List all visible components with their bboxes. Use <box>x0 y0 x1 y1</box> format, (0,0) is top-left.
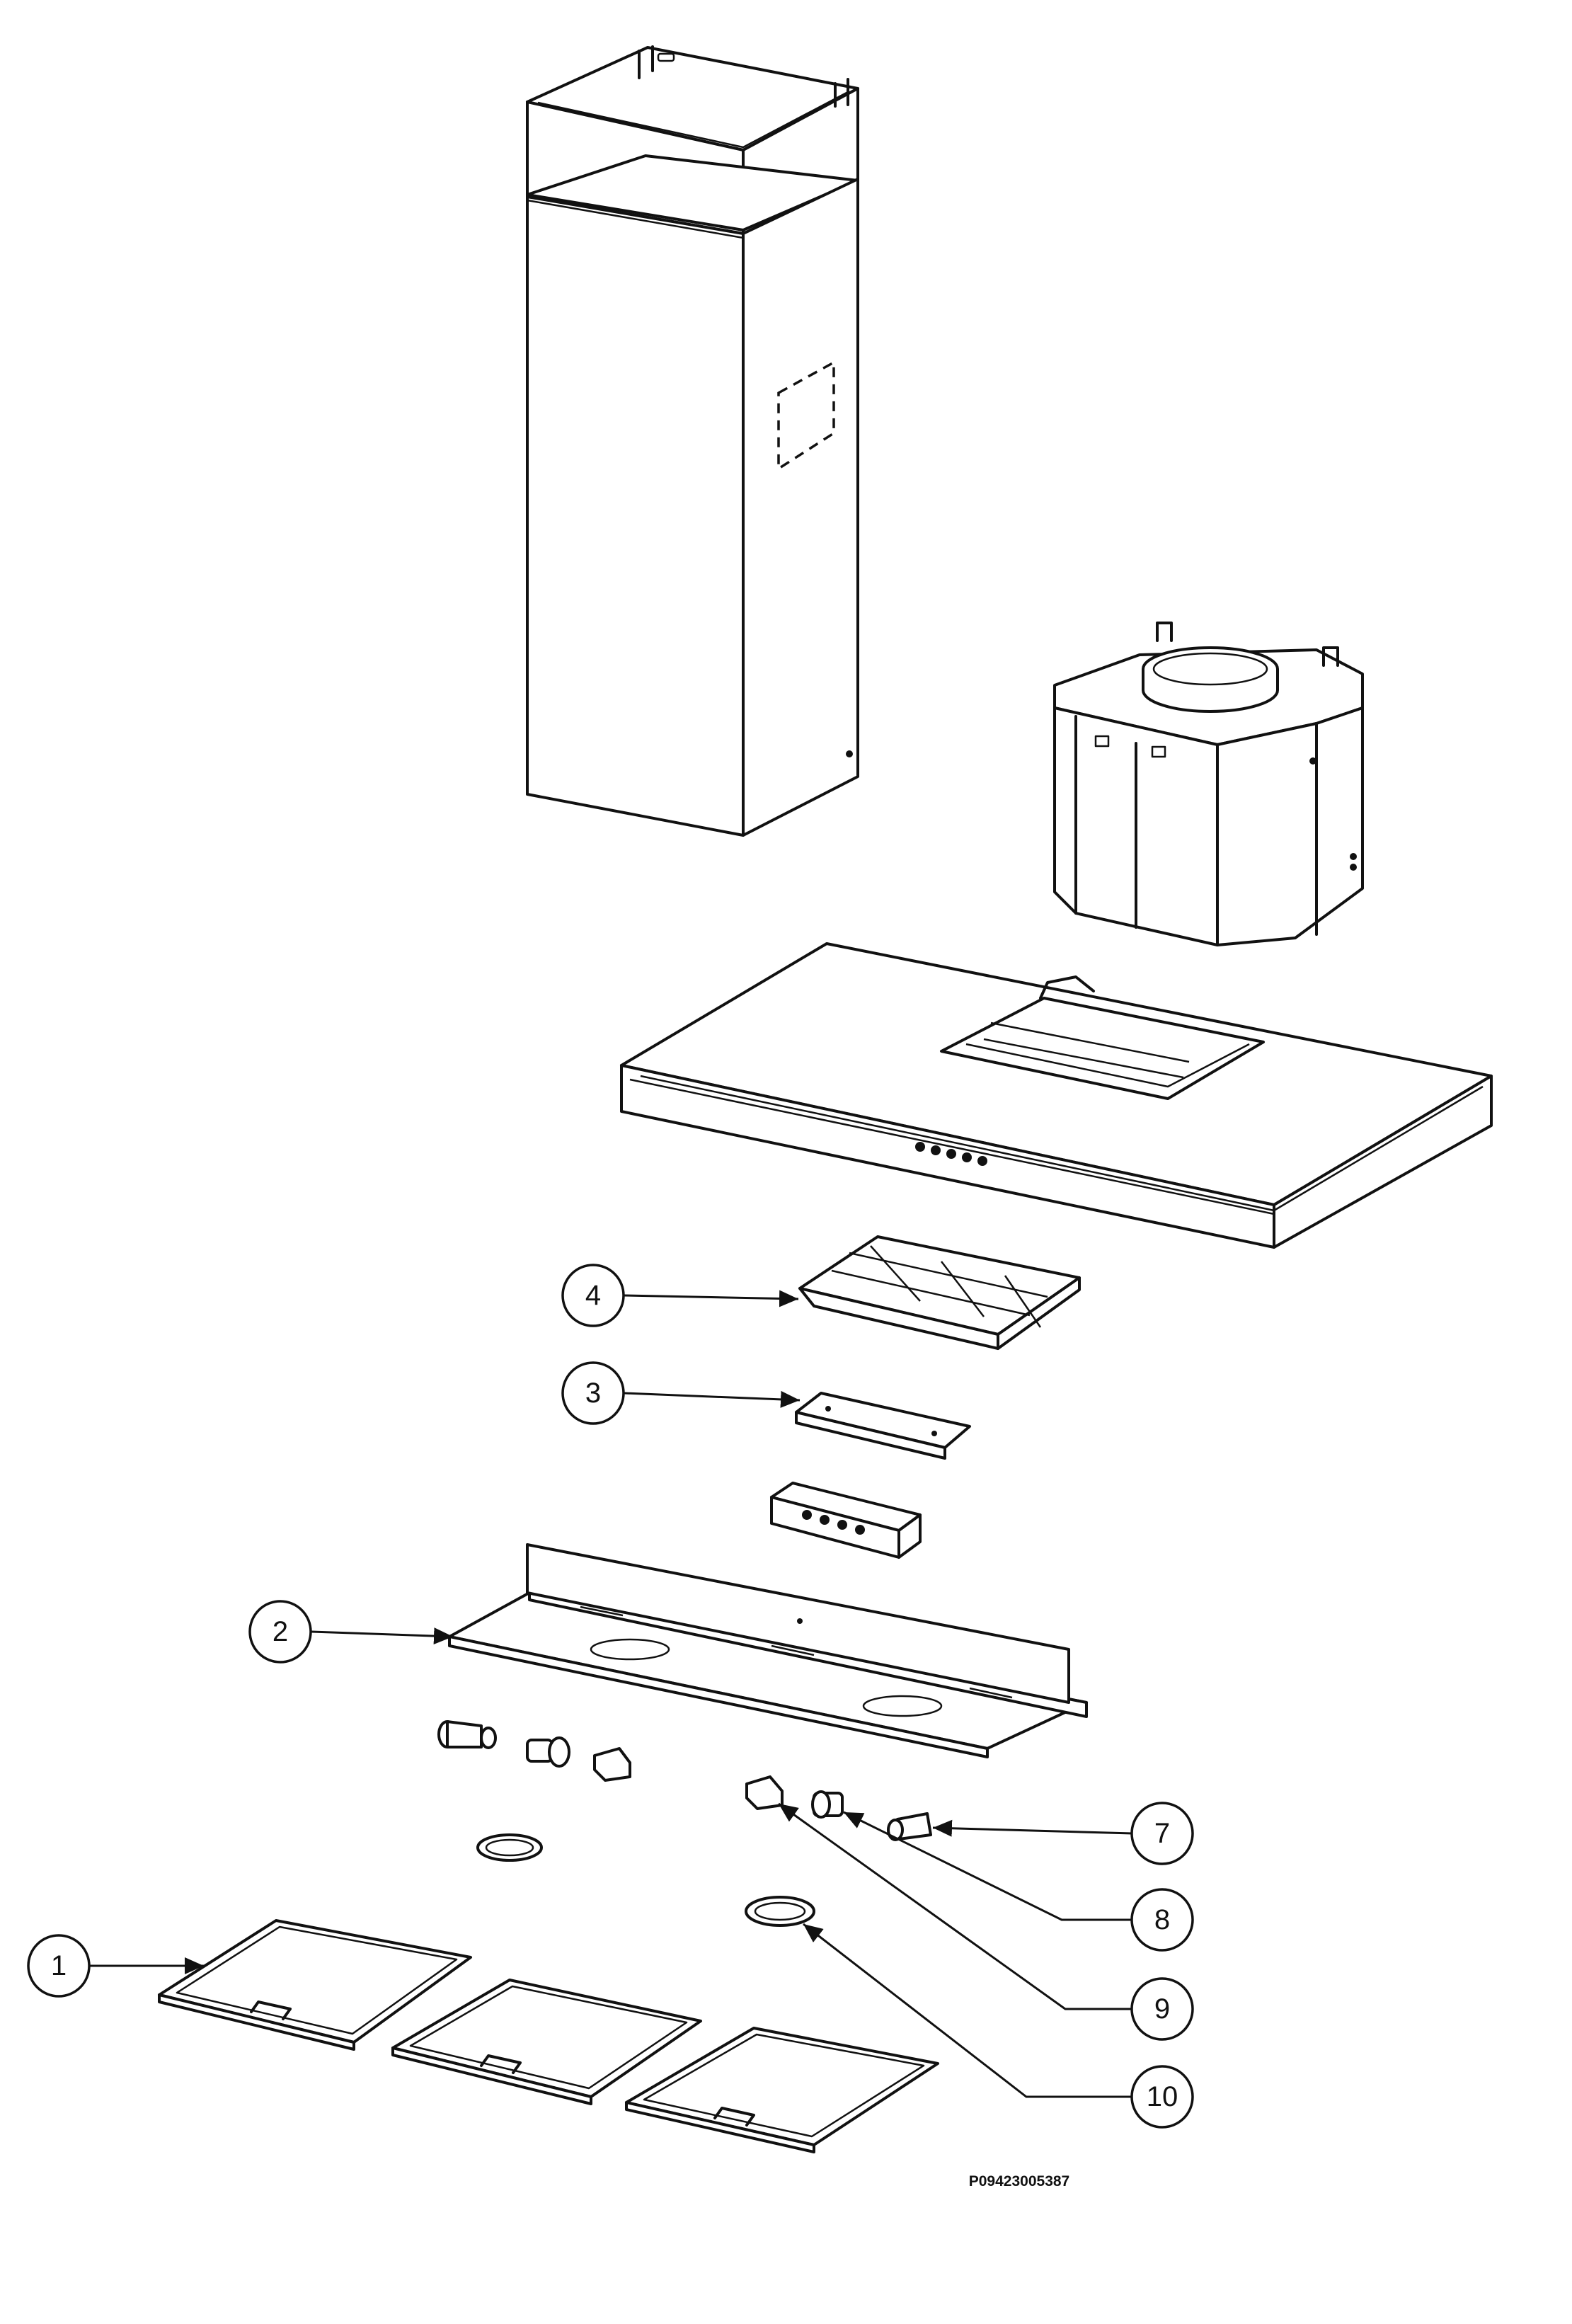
lamp-holder-9 <box>745 1775 784 1810</box>
lamp-parts-left <box>437 1720 631 1862</box>
svg-text:7: 7 <box>1154 1818 1170 1849</box>
svg-text:2: 2 <box>272 1616 288 1647</box>
callout-4: 4 <box>561 1264 625 1327</box>
chimney-cover <box>526 45 859 837</box>
callout-9: 9 <box>1130 1977 1194 2041</box>
callout-1: 1 <box>27 1934 91 1998</box>
control-board <box>770 1482 922 1559</box>
callout-10: 10 <box>1130 2065 1194 2129</box>
svg-text:4: 4 <box>585 1280 601 1311</box>
mounting-plate <box>448 1543 1088 1758</box>
bracket <box>795 1392 971 1460</box>
svg-text:9: 9 <box>1154 1993 1170 2025</box>
svg-text:10: 10 <box>1147 2081 1178 2112</box>
svg-text:8: 8 <box>1154 1904 1170 1935</box>
drawing-code: P09423005387 <box>969 2173 1069 2190</box>
grease-filters <box>158 1919 939 2153</box>
callout-8: 8 <box>1130 1888 1194 1952</box>
callout-3: 3 <box>561 1361 625 1425</box>
svg-text:1: 1 <box>51 1950 67 1981</box>
motor-housing <box>1053 622 1364 946</box>
callout-2: 2 <box>248 1600 312 1664</box>
lamp-ring-10 <box>745 1896 815 1927</box>
hood-canopy <box>620 942 1493 1249</box>
svg-text:3: 3 <box>585 1378 601 1409</box>
callout-7: 7 <box>1130 1802 1194 1865</box>
lamp-parts-right <box>745 1775 932 1927</box>
carbon-filter <box>798 1235 1081 1350</box>
leader-lines <box>88 1290 1140 2098</box>
